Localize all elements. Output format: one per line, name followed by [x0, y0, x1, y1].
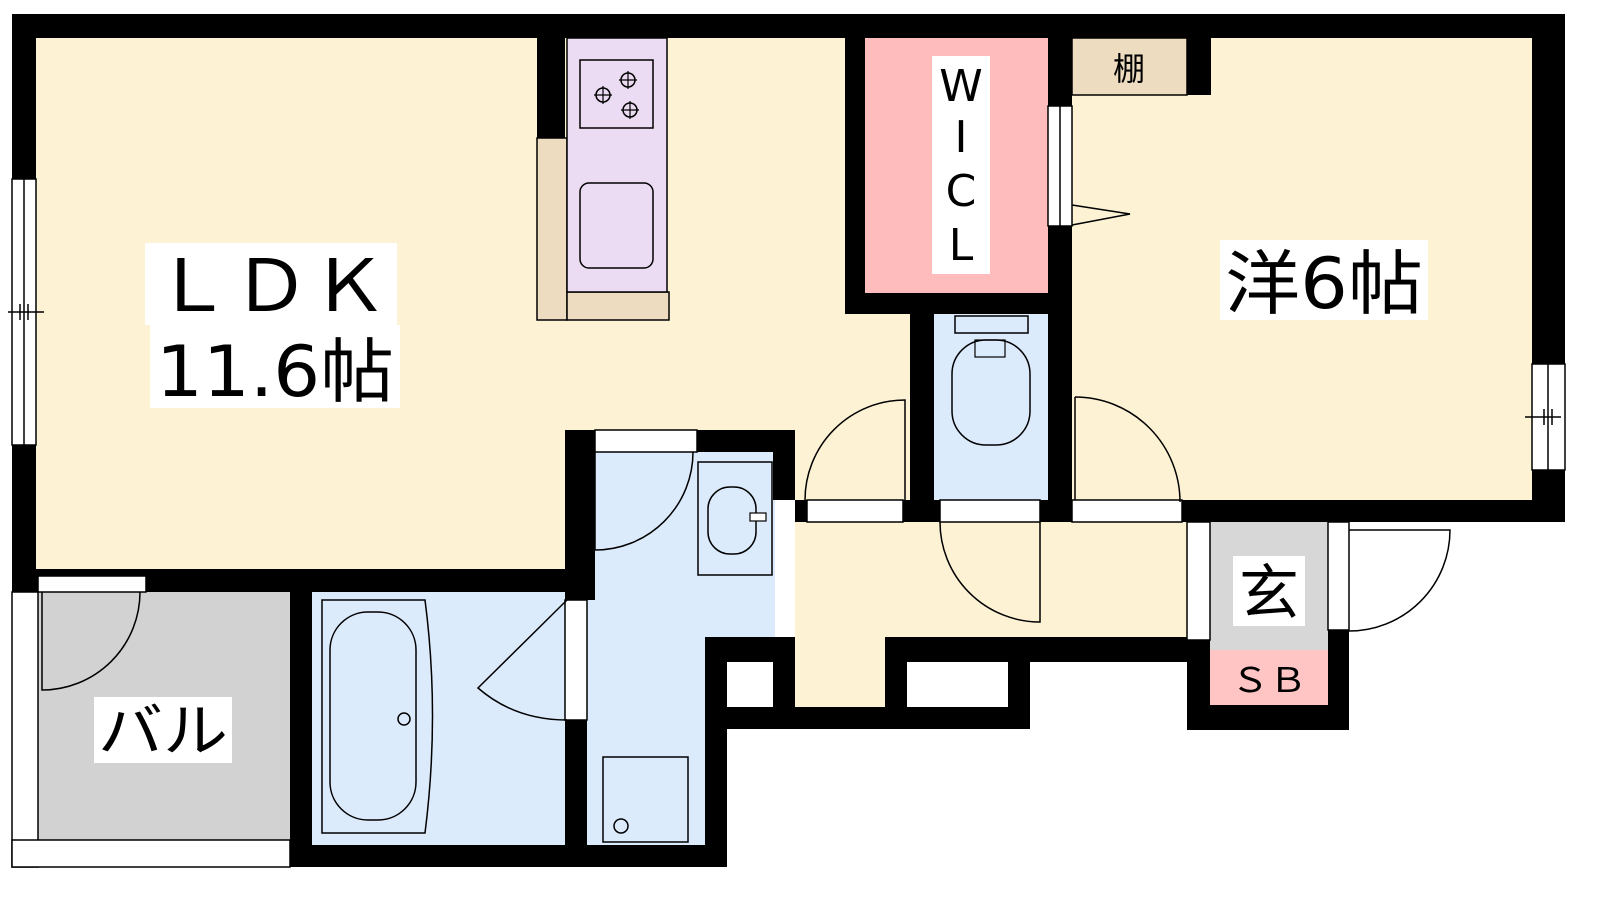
hallway-floor-lower [795, 640, 885, 710]
wic-letter-i: I [955, 112, 968, 163]
wall [705, 707, 1030, 729]
bathroom-floor [312, 592, 567, 847]
washroom-door-swing [594, 451, 694, 551]
ldk-door-frame [806, 499, 904, 523]
wall [885, 637, 907, 727]
washbasin-cabinet [697, 461, 773, 576]
wall [1048, 38, 1072, 106]
western-label-bg [1220, 240, 1428, 320]
fixtures [321, 315, 1031, 843]
wall [1187, 38, 1211, 95]
counter-top [566, 37, 668, 293]
balcony-rail-bottom [11, 839, 291, 868]
wic-label-bg [932, 56, 990, 274]
entrance-label: 玄 [1239, 559, 1299, 629]
faucet-icon [749, 512, 767, 522]
bathtub-drain-icon [397, 712, 411, 726]
western-door-swing [1074, 396, 1181, 503]
wall [1532, 14, 1565, 364]
wall [1048, 226, 1072, 522]
wall [910, 314, 934, 522]
washroom-floor-lower [587, 637, 705, 847]
burner-cross [594, 71, 639, 119]
ldk-size-bg [150, 325, 400, 408]
walls [12, 14, 1565, 867]
ldk-label-bg [145, 243, 397, 325]
entrance-side-frame [1186, 521, 1211, 641]
wall [885, 637, 1188, 662]
wall [1187, 705, 1349, 730]
balcony-label-bg [94, 697, 232, 763]
hallway-floor [795, 520, 1190, 640]
shoebox-floor [1210, 650, 1328, 705]
balcony-label: バル [98, 697, 228, 765]
entrance-label-bg [1233, 556, 1305, 626]
wall [773, 637, 795, 727]
western-door-frame [1071, 499, 1183, 523]
western-room-name: 洋6帖 [1225, 243, 1423, 325]
wall [845, 38, 865, 313]
washroom-door-frame [594, 429, 698, 453]
washroom-floor [587, 452, 775, 637]
wall [697, 430, 795, 452]
bathtub-inner [329, 611, 417, 821]
wall [795, 500, 807, 522]
counter-wood [536, 137, 568, 321]
front-door-swing [1348, 529, 1451, 632]
balcony-sill [37, 575, 147, 593]
wall [12, 569, 577, 592]
sink-icon [579, 182, 654, 269]
toilet-floor [934, 314, 1048, 500]
shoebox-label: ＳＢ [1231, 661, 1307, 701]
toilet-door-frame [939, 499, 1041, 523]
washing-drain-icon [613, 818, 629, 834]
window-marker [8, 304, 44, 320]
balcony-door-swing [41, 591, 141, 691]
wall [12, 14, 36, 179]
stove-outline [579, 59, 654, 129]
wall [12, 14, 1565, 38]
toilet-lid-detail [974, 339, 1006, 358]
ldk-name: ＬＤＫ [154, 244, 389, 328]
windows [8, 105, 1566, 868]
bath-door-swing [476, 599, 568, 721]
wall [290, 845, 727, 867]
wall [773, 430, 795, 500]
counter-bottom [566, 291, 670, 321]
toilet-tank-icon [954, 315, 1029, 334]
wic-letter-c: C [946, 166, 977, 217]
room-labels: ＬＤＫ 11.6帖 洋6帖 W I C L 棚 玄 ＳＢ バル [94, 50, 1428, 765]
ldk-size: 11.6帖 [156, 331, 394, 413]
window-marker [1525, 409, 1561, 425]
wall [903, 500, 940, 522]
door-swings [41, 204, 1451, 721]
washing-machine-pan [602, 756, 689, 843]
wic-door-swing [1071, 204, 1131, 226]
wic-letter-l: L [949, 220, 974, 271]
bathtub-outer [321, 599, 434, 834]
wall [845, 293, 1070, 314]
wall [1008, 637, 1030, 727]
shelf-label: 棚 [1113, 50, 1145, 88]
bath-door-frame [564, 599, 588, 721]
ldk-door-swing [804, 399, 906, 501]
kitchen-counter [536, 37, 670, 321]
wall [537, 38, 565, 138]
wall [565, 720, 587, 850]
wall [12, 445, 36, 580]
wic-letter-w: W [939, 61, 983, 112]
wall [705, 637, 727, 867]
wall [565, 430, 595, 600]
balcony-rail [11, 591, 39, 868]
wall [290, 592, 312, 867]
toilet-door-swing [939, 521, 1041, 623]
front-door-frame [1327, 521, 1350, 631]
